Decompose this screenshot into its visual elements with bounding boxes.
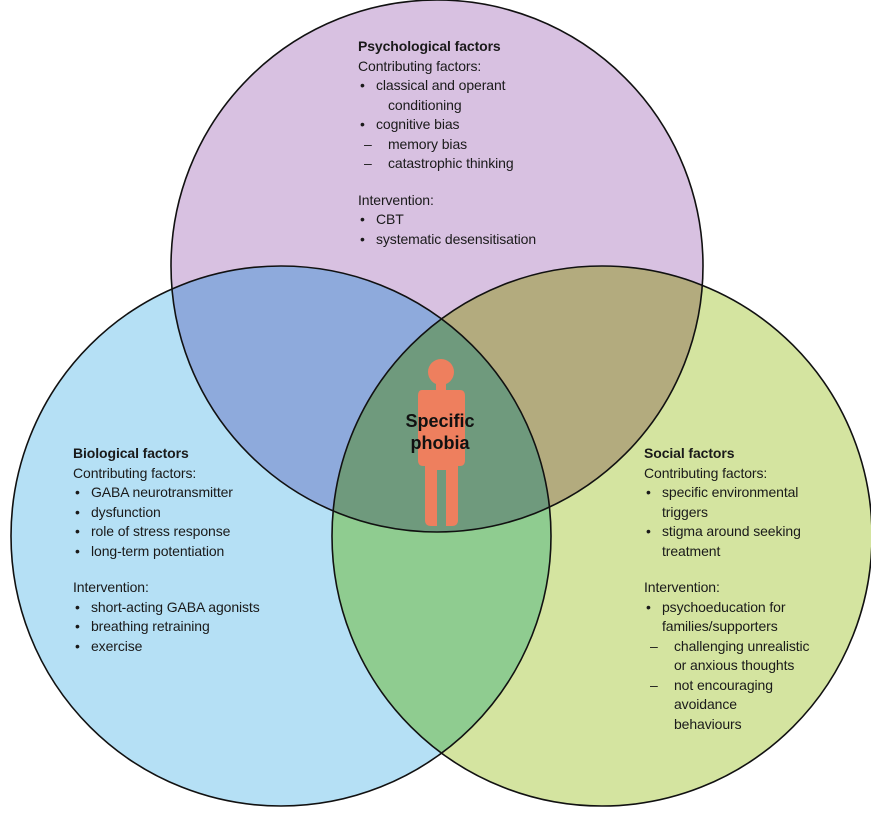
biological-intervention-heading: Intervention: bbox=[73, 579, 149, 595]
social-title: Social factors bbox=[644, 445, 735, 461]
sub-list-item: memory bias bbox=[358, 135, 588, 155]
psychological-title: Psychological factors bbox=[358, 38, 501, 54]
biological-contributing-heading: Contributing factors: bbox=[73, 464, 197, 481]
list-item: cognitive bias bbox=[358, 115, 588, 135]
social-outline bbox=[331, 265, 871, 807]
psychological-outline bbox=[170, 0, 704, 533]
list-item: psychoeducation for bbox=[644, 598, 844, 618]
sub-list-item-continuation: or anxious thoughts bbox=[674, 657, 795, 673]
sub-list-item: not encouraging bbox=[644, 676, 844, 696]
list-item: GABA neurotransmitter bbox=[73, 483, 303, 503]
psychological-intervention-heading: Intervention: bbox=[358, 191, 434, 208]
psychological-contributing-heading: Contributing factors: bbox=[358, 57, 482, 74]
sub-list-item: challenging unrealistic bbox=[644, 637, 844, 657]
biological-title: Biological factors bbox=[73, 445, 189, 461]
biological-factors-block: Biological factors Contributing factors:… bbox=[73, 444, 303, 656]
list-item: short-acting GABA agonists bbox=[73, 598, 303, 618]
list-item: CBT bbox=[358, 210, 588, 230]
list-item: classical and operant bbox=[358, 76, 588, 96]
list-item: long-term potentiation bbox=[73, 542, 303, 562]
social-factors-block: Social factors Contributing factors: spe… bbox=[644, 444, 844, 734]
social-intervention-heading: Intervention: bbox=[644, 579, 720, 595]
social-contributing-heading: Contributing factors: bbox=[644, 464, 768, 481]
sub-list-item: catastrophic thinking bbox=[358, 154, 588, 174]
psychological-factors-block: Psychological factors Contributing facto… bbox=[358, 37, 588, 249]
list-item: breathing retraining bbox=[73, 617, 303, 637]
list-item: exercise bbox=[73, 637, 303, 657]
biological-outline bbox=[10, 265, 552, 807]
sub-list-item-continuation: avoidance bbox=[674, 696, 737, 712]
list-item-continuation: dysfunction bbox=[73, 503, 303, 523]
list-item: stigma around seeking bbox=[644, 522, 844, 542]
sub-list-item-continuation: behaviours bbox=[674, 715, 742, 732]
center-overlap bbox=[332, 266, 551, 532]
person-figure-icon bbox=[418, 359, 465, 526]
list-item: specific environmental bbox=[644, 483, 844, 503]
list-item: role of stress response bbox=[73, 522, 303, 542]
list-item-continuation: conditioning bbox=[388, 96, 462, 113]
list-item-continuation: families/supporters bbox=[662, 618, 778, 634]
list-item-continuation: treatment bbox=[662, 542, 721, 559]
list-item-continuation: triggers bbox=[662, 503, 708, 520]
list-item: systematic desensitisation bbox=[358, 230, 588, 250]
